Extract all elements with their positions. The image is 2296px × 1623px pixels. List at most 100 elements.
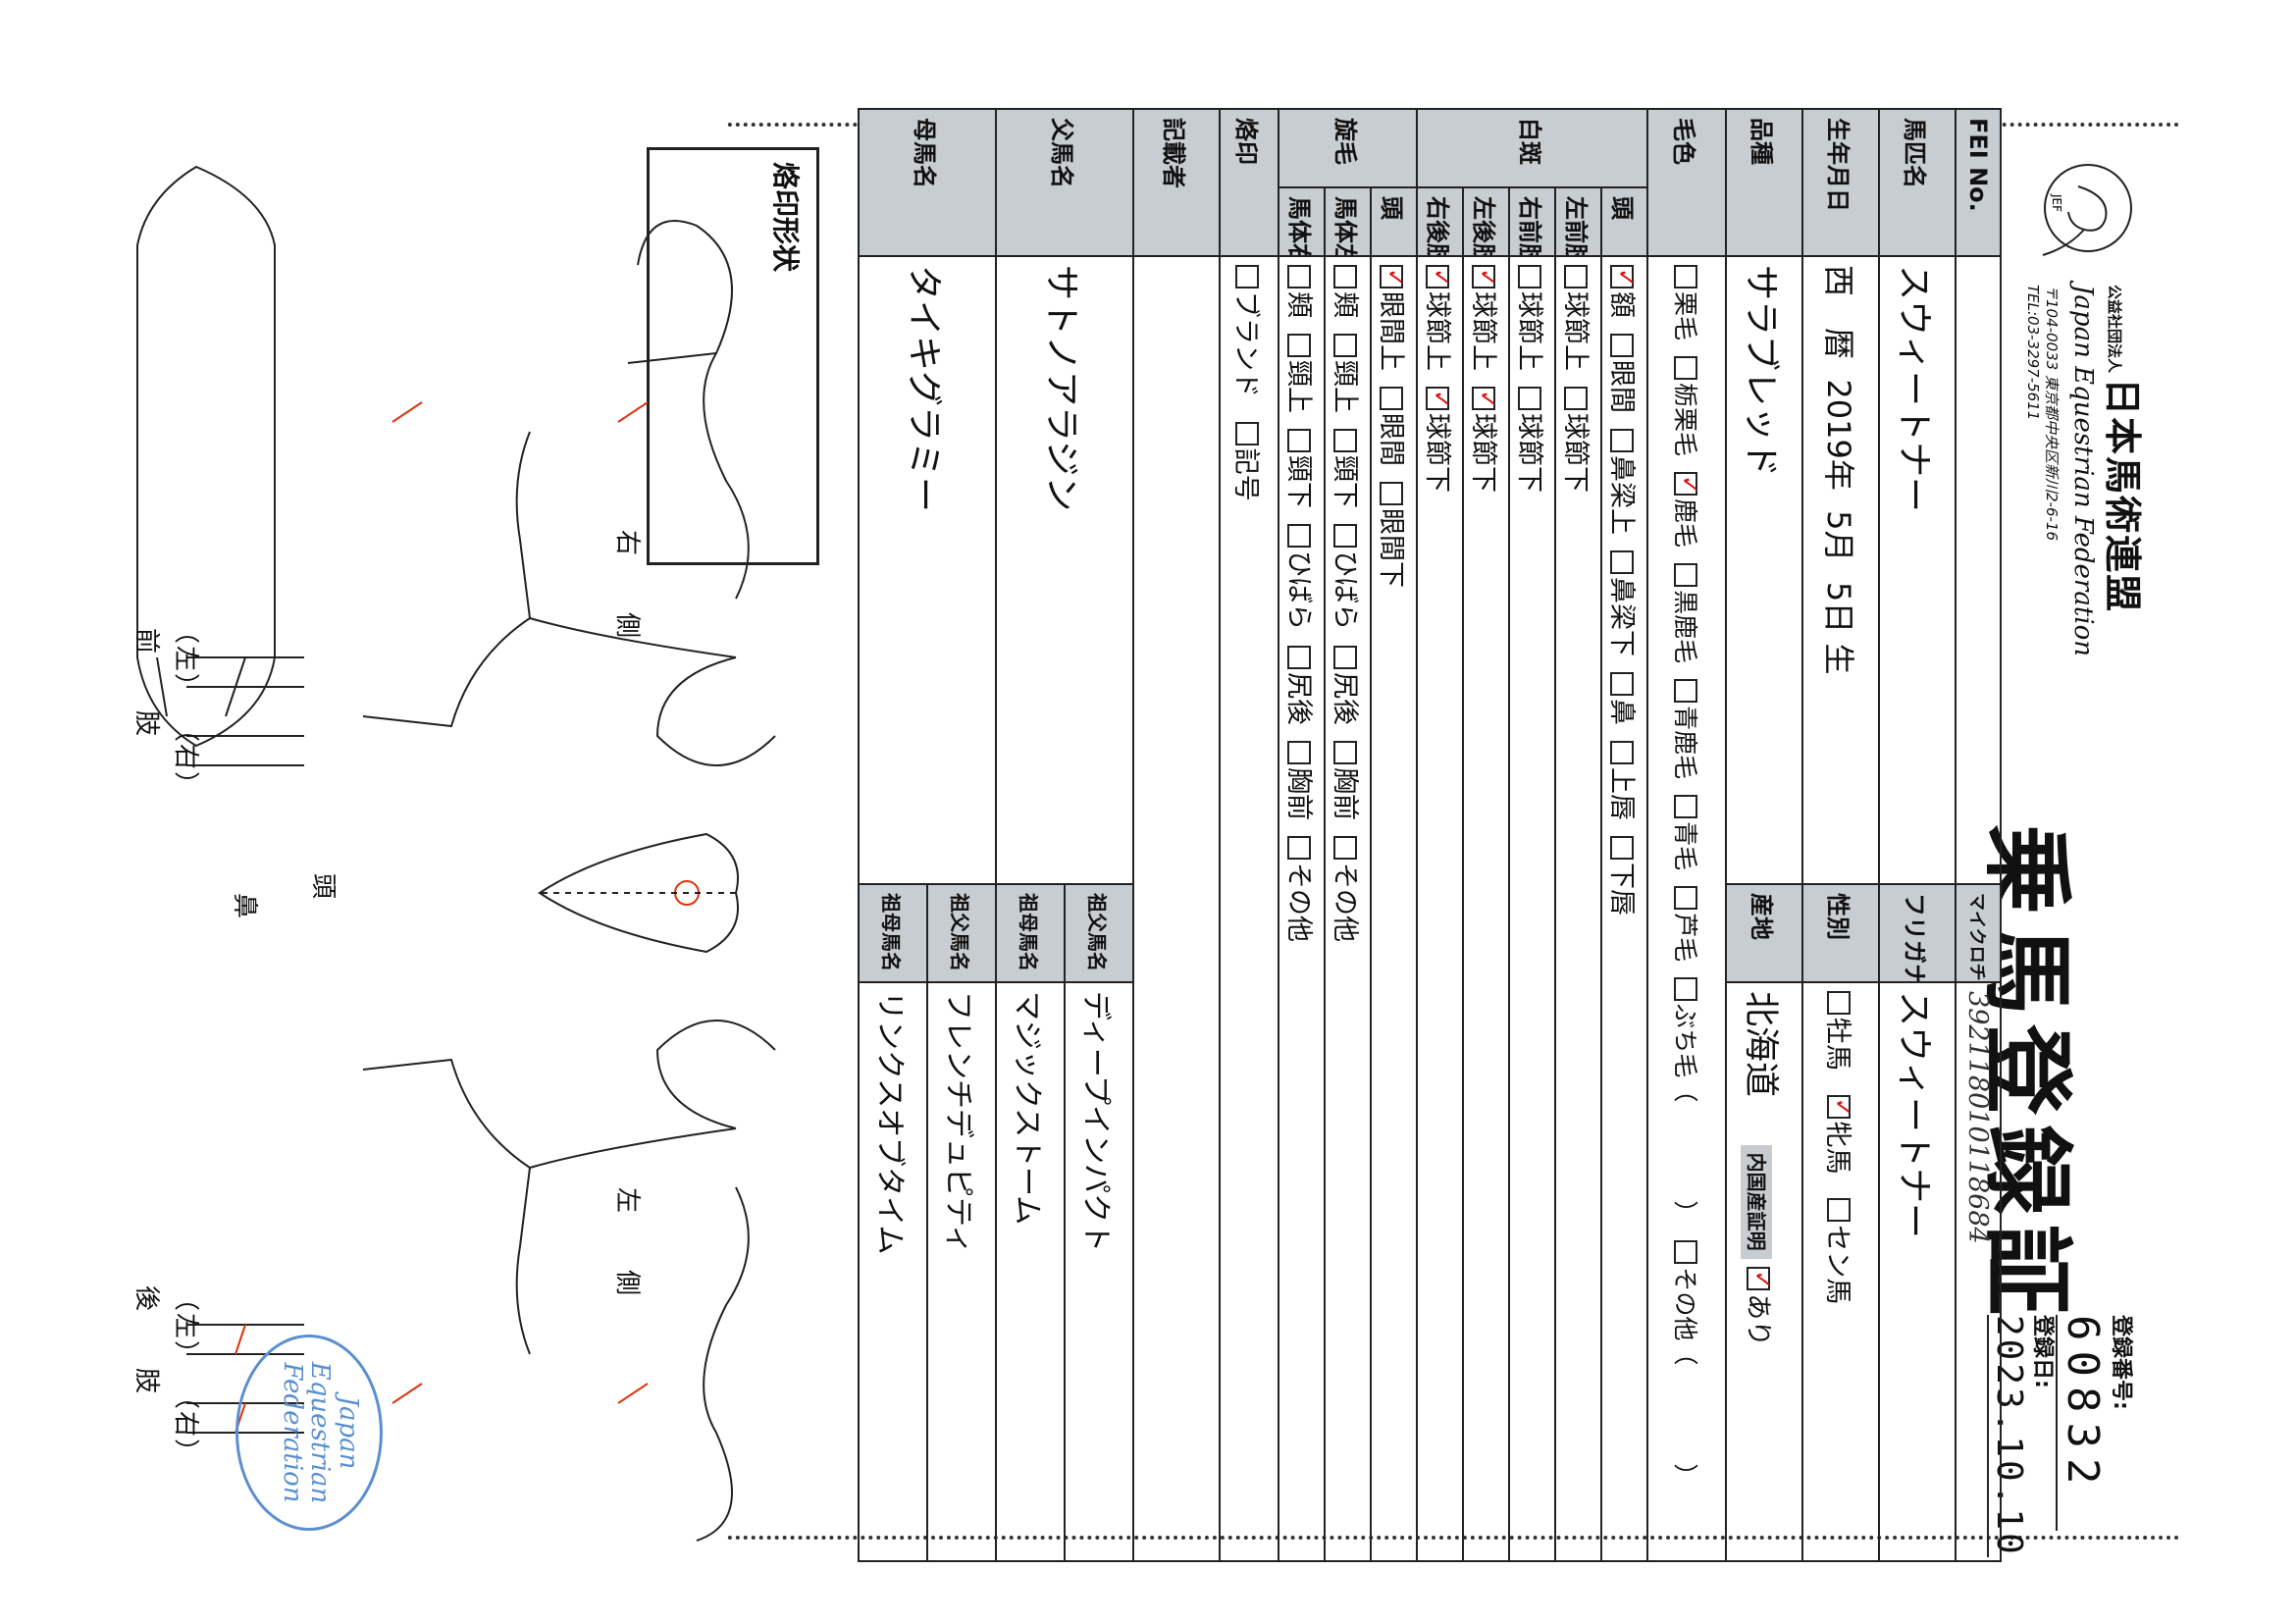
checkbox[interactable] [1518, 265, 1542, 289]
checkbox-option[interactable]: 頬 [1330, 265, 1360, 318]
checkbox-option[interactable]: 鼻梁下 [1606, 550, 1637, 656]
checkbox[interactable] [1674, 679, 1697, 704]
checkbox-option[interactable]: 球節上 [1468, 265, 1498, 371]
checkbox[interactable] [1333, 429, 1358, 453]
checkbox-option[interactable]: 眼間下 [1376, 482, 1406, 588]
checkbox[interactable] [1674, 795, 1697, 819]
checkbox-option[interactable]: 額 [1606, 265, 1637, 318]
checkbox[interactable] [1380, 482, 1404, 506]
checkbox-option[interactable]: 球節下 [1422, 387, 1452, 493]
sex-option[interactable]: 牝馬 [1823, 1094, 1853, 1175]
checkbox-option[interactable]: その他 [1283, 836, 1314, 942]
checkbox-checked[interactable] [1827, 1094, 1851, 1119]
furigana: スウィートナー [1879, 982, 1956, 1562]
brand-option[interactable]: 記号 [1231, 421, 1262, 501]
checkbox-label: 鼻 [1606, 699, 1637, 726]
checkbox[interactable] [1333, 836, 1358, 861]
checkbox[interactable] [1333, 741, 1358, 765]
checkbox[interactable] [1564, 387, 1589, 411]
checkbox[interactable] [1674, 356, 1697, 381]
checkbox[interactable] [1674, 1240, 1697, 1265]
checkbox-checked[interactable] [1610, 265, 1635, 289]
checkbox-option[interactable]: 黒鹿毛 [1671, 563, 1699, 663]
checkbox[interactable] [1287, 524, 1312, 549]
sex-option[interactable]: セン馬 [1823, 1198, 1853, 1304]
checkbox-option[interactable]: 栗毛 [1671, 265, 1699, 340]
checkbox[interactable] [1674, 977, 1697, 1002]
domestic-checkbox[interactable] [1747, 1267, 1771, 1291]
checkbox-checked[interactable] [1426, 387, 1450, 411]
reg-no-value: 60832 [2056, 1315, 2108, 1531]
checkbox-option[interactable]: その他 [1330, 836, 1360, 942]
checkbox[interactable] [1333, 334, 1358, 358]
color-label: 毛色 [1647, 109, 1726, 257]
brand-option[interactable]: ブランド [1231, 265, 1262, 397]
checkbox[interactable] [1287, 334, 1312, 358]
checkbox[interactable] [1827, 991, 1851, 1016]
checkbox-option[interactable]: 球節下 [1468, 387, 1498, 493]
checkbox-option[interactable]: 頸上 [1330, 334, 1360, 413]
checkbox[interactable] [1610, 836, 1635, 861]
checkbox-option[interactable]: 球節上 [1422, 265, 1452, 371]
checkbox[interactable] [1333, 265, 1358, 289]
checkbox-option[interactable]: 鼻梁上 [1606, 429, 1637, 535]
checkbox[interactable] [1287, 836, 1312, 861]
checkbox-option[interactable]: 下唇 [1606, 836, 1637, 916]
checkbox-checked[interactable] [1472, 387, 1496, 411]
checkbox-option[interactable]: 頸下 [1283, 429, 1314, 508]
checkbox-option[interactable]: 球節上 [1560, 265, 1591, 371]
checkbox-option[interactable]: 球節上 [1514, 265, 1544, 371]
checkbox[interactable] [1674, 563, 1697, 588]
checkbox-option[interactable]: 眼間 [1606, 334, 1637, 413]
checkbox-checked[interactable] [1380, 265, 1404, 289]
checkbox-option[interactable]: 眼間 [1376, 387, 1406, 466]
checkbox[interactable] [1235, 265, 1259, 289]
brand-label: 烙印 [1220, 109, 1278, 257]
sex-option[interactable]: 牡馬 [1823, 991, 1853, 1071]
checkbox-option[interactable]: 球節下 [1560, 387, 1591, 493]
checkbox[interactable] [1333, 524, 1358, 549]
checkbox-option[interactable]: 尻後 [1330, 646, 1360, 725]
checkbox-option[interactable]: 鼻 [1606, 672, 1637, 725]
checkbox[interactable] [1610, 741, 1635, 765]
checkbox[interactable] [1827, 1198, 1851, 1223]
checkbox-checked[interactable] [1674, 472, 1697, 497]
checkbox-option[interactable]: 胸前 [1330, 741, 1360, 820]
checkbox[interactable] [1610, 334, 1635, 358]
checkbox[interactable] [1610, 429, 1635, 453]
checkbox-option[interactable]: 鹿毛 [1671, 472, 1699, 548]
row-color: 毛色 栗毛栃栗毛鹿毛黒鹿毛青鹿毛青毛芦毛ぶち毛（ ） その他（ ） [1647, 109, 1726, 1562]
checkbox[interactable] [1380, 387, 1404, 411]
checkbox-option[interactable]: 芦毛 [1671, 886, 1699, 962]
checkbox-checked[interactable] [1472, 265, 1496, 289]
checkbox-option[interactable]: ひばら [1283, 524, 1314, 630]
checkbox-option[interactable]: 青鹿毛 [1671, 679, 1699, 779]
checkbox[interactable] [1235, 421, 1259, 445]
checkbox[interactable] [1287, 265, 1312, 289]
checkbox[interactable] [1674, 886, 1697, 911]
checkbox-option[interactable]: 青毛 [1671, 795, 1699, 870]
checkbox-option[interactable]: 胸前 [1283, 741, 1314, 820]
checkbox-option[interactable]: 頸上 [1283, 334, 1314, 413]
checkbox[interactable] [1333, 646, 1358, 670]
checkbox[interactable] [1674, 265, 1697, 289]
checkbox-option[interactable]: 尻後 [1283, 646, 1314, 725]
checkbox-option[interactable]: 上唇 [1606, 741, 1637, 820]
checkbox-option[interactable]: 頬 [1283, 265, 1314, 318]
checkbox[interactable] [1610, 672, 1635, 697]
checkbox[interactable] [1610, 550, 1635, 575]
checkbox-option[interactable]: ひばら [1330, 524, 1360, 630]
checkbox-option[interactable]: ぶち毛（ ） [1671, 977, 1699, 1225]
checkbox[interactable] [1287, 429, 1312, 453]
checkbox-option[interactable]: 眼間上 [1376, 265, 1406, 371]
checkbox[interactable] [1564, 265, 1589, 289]
checkbox-option[interactable]: 頸下 [1330, 429, 1360, 508]
checkbox-option[interactable]: 栃栗毛 [1671, 356, 1699, 456]
checkbox-option[interactable]: その他（ ） [1671, 1240, 1699, 1488]
checkbox[interactable] [1287, 741, 1312, 765]
checkbox-option[interactable]: 球節下 [1514, 387, 1544, 493]
checkbox[interactable] [1287, 646, 1312, 670]
checkbox[interactable] [1518, 387, 1542, 411]
checkbox-checked[interactable] [1426, 265, 1450, 289]
checkbox-label: 上唇 [1606, 767, 1637, 821]
